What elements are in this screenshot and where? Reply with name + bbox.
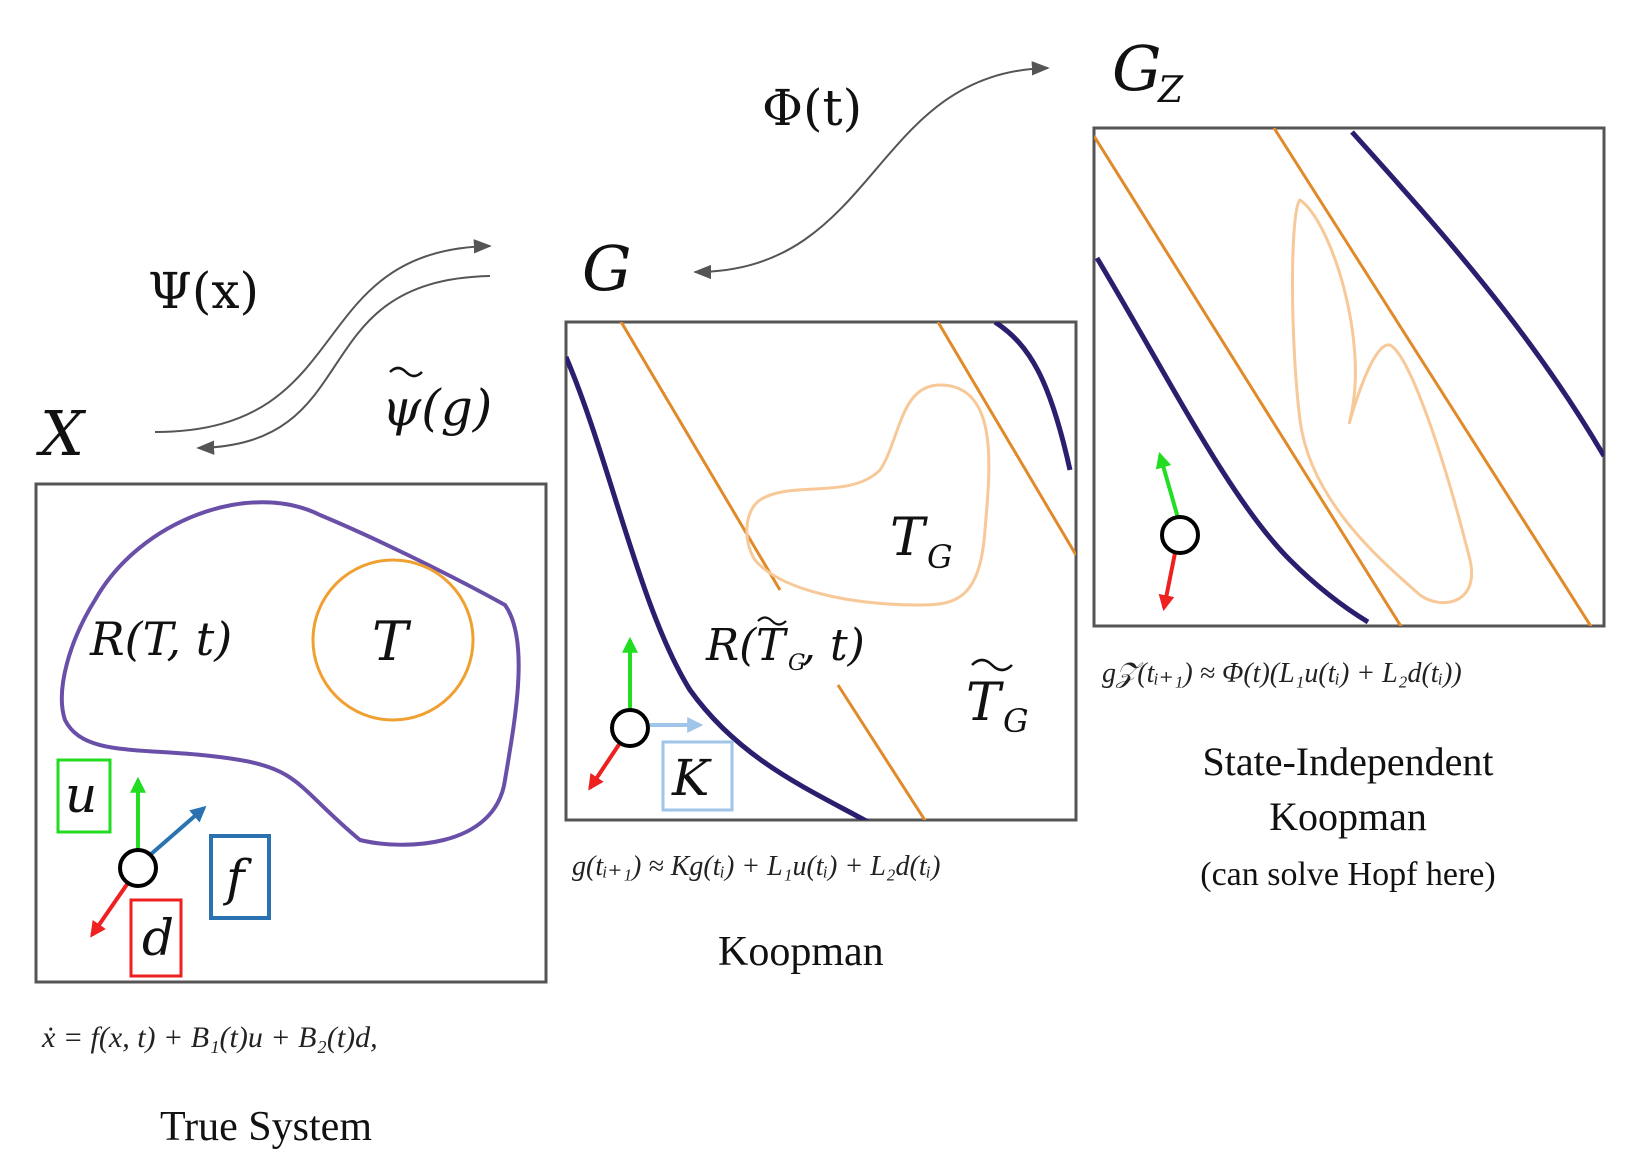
koopman-caption: Koopman [718, 929, 884, 975]
orange-level-line [836, 684, 927, 820]
approx-target-base: T [966, 673, 1004, 733]
true-system-equation: ẋ = f(x, t) + B₁(t)u + B₂(t)d, [41, 1021, 378, 1054]
state-independent-caption-note: (can solve Hopf here) [1200, 856, 1495, 893]
navy-reach-boundary [1350, 130, 1604, 458]
true-system-panel: R(T, t) T u f d [34, 482, 548, 984]
state-independent-space-label: G Z [1112, 32, 1184, 111]
d-label: d [142, 909, 174, 967]
tilde-accent-icon [971, 658, 1013, 672]
state-marker-circle-icon [610, 708, 650, 748]
koopman-reach-label: R( T G , t) [705, 616, 865, 676]
koopman-reach-sub: G [788, 651, 806, 676]
psi-inverse-map-label: ψ(g) [382, 366, 492, 437]
tilde-accent-icon [757, 616, 787, 626]
state-independent-equation: g𝒵(tᵢ₊₁) ≈ Φ(t)(L₁u(tᵢ) + L₂d(tᵢ)) [1102, 658, 1462, 689]
true-space-label: X [36, 397, 87, 470]
state-independent-panel [1092, 126, 1606, 628]
orange-level-line [619, 322, 782, 591]
psi-map-label: Ψ(x) [148, 262, 259, 320]
phi-map-label: Φ(t) [762, 79, 862, 137]
koopman-reach-T: T [756, 620, 789, 671]
drift-f-arrow [148, 805, 207, 857]
orange-level-line [1094, 135, 1403, 626]
lifted-target-label: T G [890, 508, 953, 576]
koopman-equation: g(tᵢ₊₁) ≈ Kg(tᵢ) + L₁u(tᵢ) + L₂d(tᵢ) [572, 851, 940, 882]
orange-level-line [1272, 128, 1593, 626]
psi-inverse-map-arrow [196, 275, 491, 455]
true-target-label: T [372, 610, 412, 673]
psi-map-arrow [154, 239, 492, 433]
u-label: u [65, 766, 97, 824]
orange-level-line [936, 322, 1076, 556]
true-target-set [311, 558, 475, 722]
lifted-target-base: T [890, 508, 928, 568]
state-marker-circle-icon [1160, 515, 1200, 555]
state-independent-caption-line2: Koopman [1269, 794, 1427, 839]
control-u-arrow [1155, 451, 1182, 526]
lifted-target-set [745, 383, 991, 607]
lifted-target-sub: G [927, 538, 953, 576]
reachable-set-label: R(T, t) [89, 612, 232, 666]
psi-inverse-label-text: ψ(g) [382, 379, 492, 437]
K-label: K [671, 749, 712, 807]
state-marker-circle-icon [118, 848, 158, 888]
koopman-frame [564, 320, 1078, 822]
true-system-caption: True System [160, 1104, 372, 1150]
navy-reach-boundary [1094, 256, 1370, 625]
approx-target-label: T G [966, 658, 1029, 740]
koopman-panel: T G R( T G , t) T G K [564, 320, 1078, 822]
phi-map-arrow [693, 61, 1050, 280]
f-label-box [209, 834, 271, 920]
koopman-reach-prefix: R( [705, 620, 757, 671]
lifted-independent-sub: Z [1157, 70, 1184, 111]
lifted-space-label: G [582, 232, 632, 305]
approx-target-sub: G [1003, 702, 1029, 740]
disturbance-d-arrow [588, 738, 624, 791]
navy-reach-boundary [993, 322, 1073, 471]
navy-reach-boundary [566, 356, 870, 820]
tilde-accent-icon [389, 366, 423, 378]
disturbance-d-arrow [90, 878, 132, 938]
reachable-set-region [59, 500, 521, 847]
d-label-box [129, 898, 183, 978]
state-independent-caption-line1: State-Independent [1203, 739, 1494, 784]
K-label-box [661, 740, 734, 812]
lifted-independent-base: G [1112, 32, 1162, 105]
koopman-reach-suffix: , t) [802, 620, 865, 671]
u-label-box [56, 758, 112, 834]
lifted-target-set [1291, 198, 1474, 604]
disturbance-d-arrow [1158, 547, 1178, 612]
